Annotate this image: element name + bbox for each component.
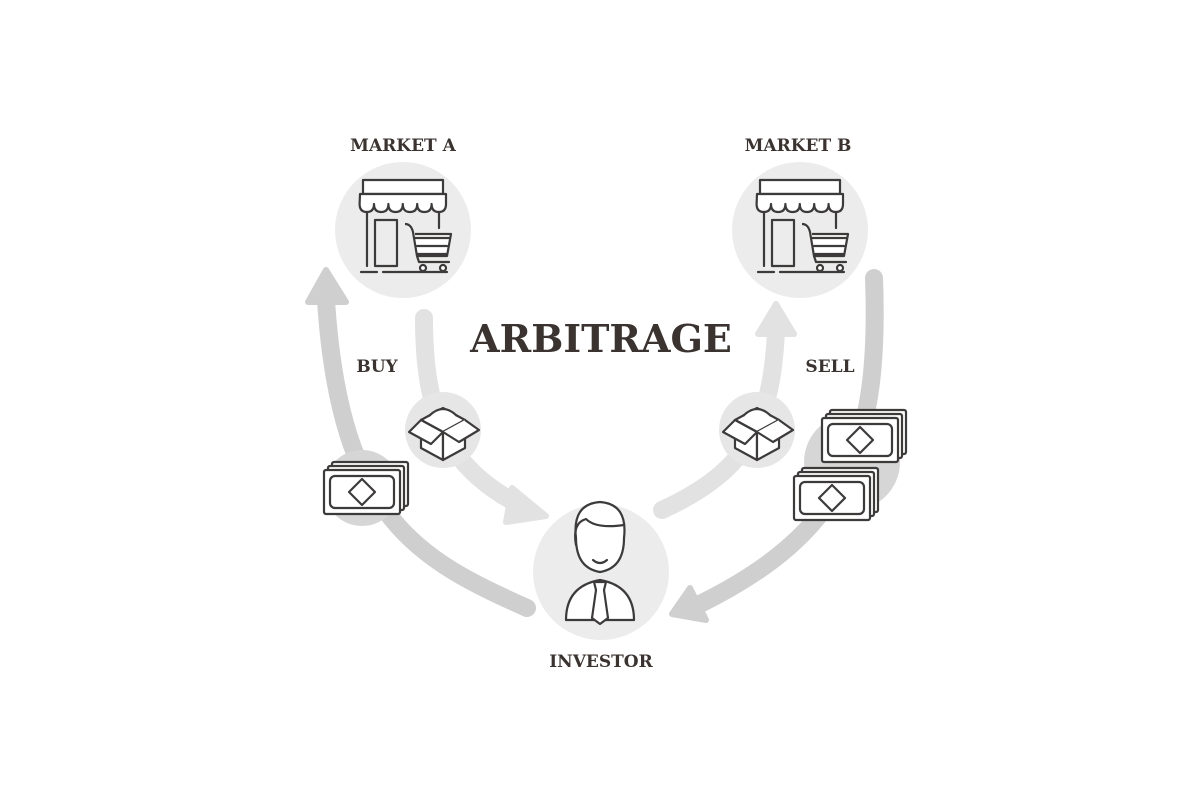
money-icon-sell-top (820, 408, 908, 464)
sell-label: SELL (805, 357, 854, 377)
market-a-label: MARKET A (350, 136, 456, 156)
arrow-pay-market-a (305, 267, 536, 617)
money-icon-sell-bottom (792, 466, 880, 522)
investor-label: INVESTOR (549, 652, 653, 672)
investor-icon (564, 500, 636, 626)
buy-label: BUY (356, 357, 398, 377)
money-icon-buy (322, 460, 410, 516)
diagram-title: ARBITRAGE (469, 316, 732, 361)
market-b-label: MARKET B (745, 136, 852, 156)
